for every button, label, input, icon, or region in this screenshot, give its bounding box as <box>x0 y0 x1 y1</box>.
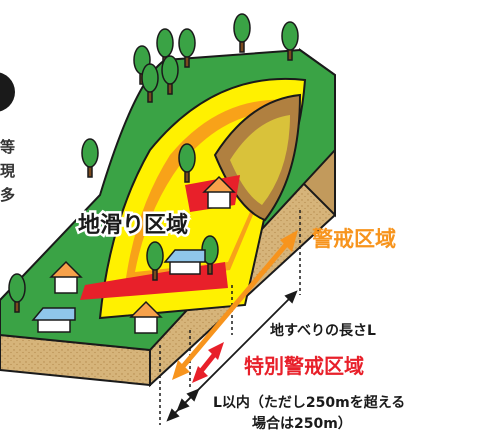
tree-icon <box>8 273 26 313</box>
landslide-length-label: 地すべりの長さL <box>270 322 376 339</box>
house-icon <box>129 300 163 334</box>
within-l-label-line1: L以内（ただし250mを超える <box>213 394 405 411</box>
tree-icon <box>178 28 196 68</box>
house-icon <box>202 175 236 209</box>
within-l-label-line2: 場合は250m） <box>252 415 352 432</box>
tree-icon <box>146 241 164 281</box>
special-warning-arrow <box>192 342 224 383</box>
warning-area-arrow <box>172 230 298 380</box>
within-l-arrow <box>166 388 200 422</box>
houses <box>31 175 236 334</box>
house-icon <box>31 307 76 333</box>
side-text-1: 等 <box>0 138 15 156</box>
tree-icon <box>161 55 179 95</box>
tree-icon <box>81 138 99 178</box>
tree-icon <box>141 63 159 103</box>
landslide-area-label: 地滑り区域 <box>78 212 188 238</box>
special-warning-area-label: 特別警戒区域 <box>244 354 364 378</box>
house-icon <box>49 260 83 294</box>
tree-icon <box>178 143 196 183</box>
house-icon <box>163 249 206 275</box>
side-text-2: 現 <box>0 162 15 180</box>
tree-icon <box>233 13 251 53</box>
tree-icon <box>281 21 299 61</box>
marker-circle <box>0 72 15 112</box>
trees <box>8 13 299 313</box>
warning-area-label: 警戒区域 <box>311 227 396 251</box>
side-text-3: 多 <box>0 186 15 204</box>
